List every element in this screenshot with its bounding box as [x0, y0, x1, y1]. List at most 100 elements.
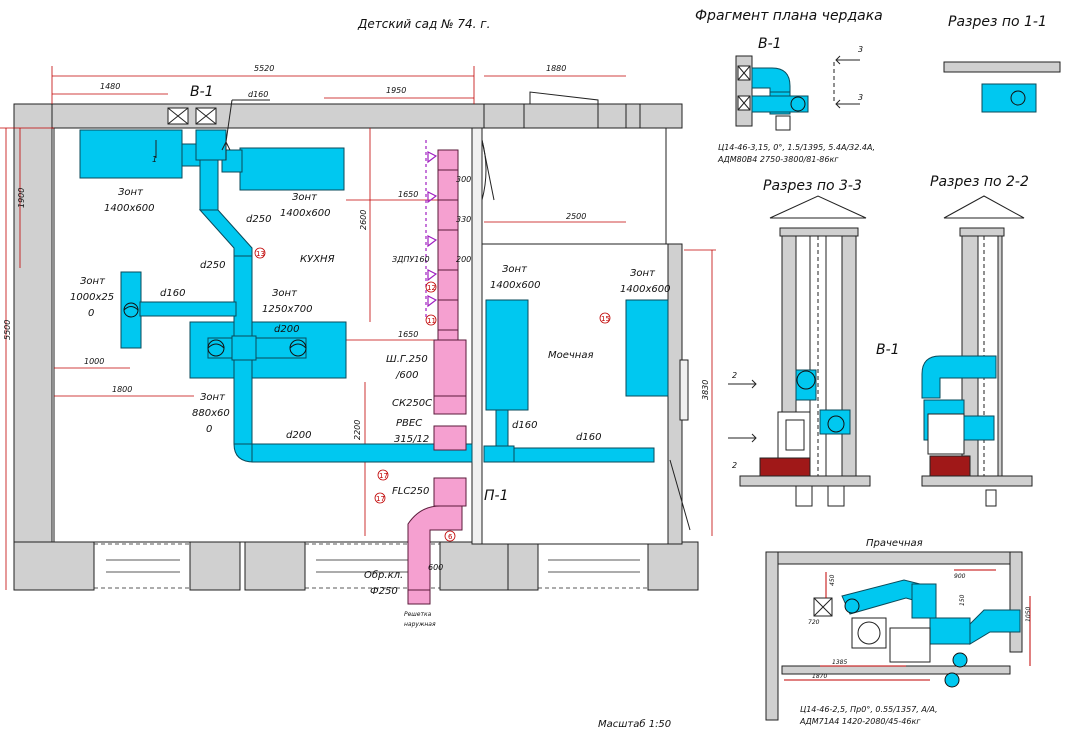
- marker-15: 15: [601, 315, 610, 323]
- hood-4-size: 1250х700: [262, 304, 312, 315]
- dim-2600: 2600: [359, 210, 368, 230]
- riser-600: 600: [428, 563, 443, 572]
- section-3-3-title: Разрез по 3-3: [763, 178, 862, 194]
- section-2-2-title: Разрез по 2-2: [930, 174, 1029, 190]
- p1-label: П-1: [484, 488, 509, 504]
- laundry-dim-720: 720: [808, 619, 820, 626]
- pbec-label-2: 315/12: [394, 434, 429, 445]
- sec-2-marker-b: 2: [732, 461, 737, 470]
- hood-7-size: 1400х600: [620, 284, 670, 295]
- attic-title: Фрагмент плана чердака: [695, 8, 883, 24]
- washroom-label: Моечная: [548, 350, 594, 361]
- hood-4-label: Зонт: [272, 288, 298, 299]
- laundry-section: 900 450 150 720 1050 1385 1870 Ц14-46-2,…: [765, 551, 1032, 726]
- hood-6-label: Зонт: [502, 264, 528, 275]
- dim-5520: 5520: [254, 64, 274, 73]
- main-title: Детский сад № 74. г.: [357, 17, 490, 31]
- plan-labels: В-1 d160 Зонт 1400х600 Зонт 1400х600 d25…: [70, 84, 670, 628]
- d160-b: d160: [160, 288, 185, 299]
- hood-5-label: Зонт: [200, 392, 226, 403]
- ck-label: СК250С: [392, 398, 432, 409]
- hood-7-label: Зонт: [630, 268, 656, 279]
- dimension-texts: 5520 1480 1880 1950 1900 5500 2600 1650 …: [3, 64, 710, 440]
- marker-12: 12: [427, 284, 436, 292]
- grille-label-2: наружная: [404, 621, 436, 628]
- d200-a: d200: [274, 324, 299, 335]
- marker-17-b: 17: [376, 495, 385, 503]
- d250-a: d250: [246, 214, 271, 225]
- hood-3-size: 1000х25: [70, 292, 114, 303]
- hood-6-size: 1400х600: [490, 280, 540, 291]
- flc-label: FLC250: [392, 486, 429, 497]
- kitchen-label: КУХНЯ: [300, 254, 335, 265]
- v1-label-plan: В-1: [190, 84, 214, 100]
- v1-label-attic: В-1: [758, 36, 782, 52]
- window-lines: [94, 543, 648, 589]
- fan-2-spec-2: АДМ71А4 1420-2080/45-46кг: [799, 717, 921, 726]
- laundry-dim-450: 450: [829, 574, 836, 586]
- fan-symbols: [123, 302, 307, 357]
- shg-label-2: /600: [395, 370, 418, 381]
- dim-5500: 5500: [3, 320, 12, 340]
- shg-label-1: Ш.Г.250: [386, 354, 428, 365]
- marker-6: 6: [448, 533, 453, 541]
- hood-5-size2: 0: [206, 424, 212, 435]
- hood-3-size2: 0: [88, 308, 94, 319]
- d250-b: d250: [200, 260, 225, 271]
- laundry-title: Прачечная: [866, 538, 923, 549]
- d160-a: d160: [248, 90, 268, 99]
- laundry-dim-1870: 1870: [812, 673, 827, 680]
- section-3-3: 2 2 В-1: [728, 195, 900, 507]
- hood-2: [239, 147, 345, 191]
- exhaust-ducts: [79, 129, 669, 463]
- pbec-label-1: РВЕС: [396, 418, 422, 429]
- sec-1-marker: 1: [152, 155, 157, 164]
- marker-17-a: 17: [379, 472, 388, 480]
- hood-7: [625, 299, 669, 397]
- marker-11: 11: [427, 317, 436, 325]
- riser-200: 200: [456, 255, 471, 264]
- scale-label: Масштаб 1:50: [598, 718, 671, 730]
- dim-2200: 2200: [353, 420, 362, 440]
- section-1-1: [943, 61, 1061, 113]
- hood-2-label: Зонт: [292, 192, 318, 203]
- grille-label-1: Решетка: [404, 611, 432, 618]
- fan-2-spec-1: Ц14-46-2,5, Пр0°, 0.55/1357, А/А,: [800, 705, 938, 714]
- riser-330: 330: [456, 215, 471, 224]
- laundry-dim-900: 900: [954, 573, 966, 580]
- supply-duct: [407, 149, 467, 605]
- riser-300: 300: [456, 175, 471, 184]
- laundry-dim-1050: 1050: [1025, 607, 1032, 622]
- dim-1480: 1480: [100, 82, 120, 91]
- damper-label-2: Ф250: [370, 586, 398, 597]
- hood-6: [485, 299, 529, 411]
- attic-fragment: 1: [152, 99, 270, 164]
- d160-c: d160: [512, 420, 537, 431]
- plan-dimensions: [0, 66, 716, 590]
- hood-1-size: 1400х600: [104, 203, 154, 214]
- dim-3830: 3830: [701, 380, 710, 400]
- supply-riser-dims: 300 330 200 600: [428, 175, 471, 572]
- d160-d: d160: [576, 432, 601, 443]
- dim-1650-a: 1650: [398, 190, 418, 199]
- laundry-dim-1385: 1385: [832, 659, 847, 666]
- dim-2500: 2500: [566, 212, 586, 221]
- laundry-dim-150: 150: [959, 594, 966, 606]
- hood-1: [79, 129, 183, 179]
- position-markers: [254, 247, 611, 542]
- damper-label-1: Обр.кл.: [364, 569, 403, 581]
- hood-3-label: Зонт: [80, 276, 106, 287]
- dim-1800: 1800: [112, 385, 132, 394]
- hood-1-label: Зонт: [118, 187, 144, 198]
- supply-diffusers: [425, 140, 438, 320]
- position-marker-texts: 13 12 11 15 17 17 6: [256, 250, 610, 541]
- section-2-2: [921, 195, 1033, 507]
- marker-13: 13: [256, 250, 265, 258]
- hood-5-size: 880х60: [192, 408, 230, 419]
- v1-label-section: В-1: [876, 342, 900, 358]
- d200-b: d200: [286, 430, 311, 441]
- zdpu-label: ЗДПУ160: [392, 255, 430, 264]
- sec-3-marker-b: 3: [858, 93, 863, 102]
- fan-1-spec-1: Ц14-46-3,15, 0°, 1.5/1395, 5.4А/32.4А,: [718, 143, 875, 152]
